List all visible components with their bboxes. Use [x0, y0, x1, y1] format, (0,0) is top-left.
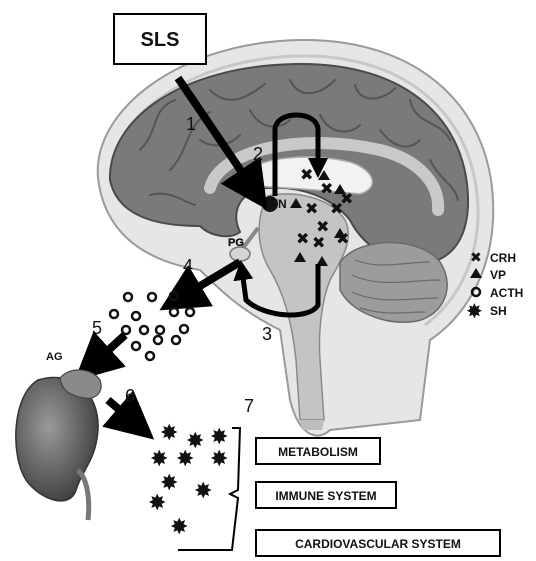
svg-text:✖: ✖: [300, 165, 313, 184]
step-5-label: 5: [92, 318, 102, 338]
legend-crh-label: CRH: [490, 251, 516, 265]
legend-sh-label: SH: [490, 304, 507, 318]
step-7-label: 7: [244, 396, 254, 416]
legend-acth-icon: [472, 288, 480, 296]
svg-text:✖: ✖: [296, 229, 309, 248]
target-metabolism: METABOLISM: [256, 438, 380, 464]
step-2-label: 2: [253, 144, 263, 164]
sh-symbols: ✸✸✸ ✸✸✸ ✸✸✸ ✸: [148, 421, 228, 540]
pituitary-gland: [230, 247, 250, 261]
ag-label: AG: [46, 351, 63, 363]
svg-text:✸: ✸: [170, 515, 188, 540]
kidney-adrenal: [16, 370, 101, 520]
svg-text:✖: ✖: [320, 179, 333, 198]
legend-crh-icon: ✖: [470, 250, 482, 266]
svg-text:✸: ✸: [210, 447, 228, 472]
target-metabolism-label: METABOLISM: [278, 445, 358, 459]
svg-text:✸: ✸: [150, 447, 168, 472]
svg-text:✸: ✸: [160, 421, 178, 446]
pvn-label: PVN: [262, 197, 287, 211]
sls-box: SLS: [114, 14, 206, 64]
target-immune-system: IMMUNE SYSTEM: [256, 482, 396, 508]
svg-text:✸: ✸: [148, 491, 166, 516]
step-3-label: 3: [262, 324, 272, 344]
arrow-5: [92, 335, 125, 365]
step-4-label: 4: [183, 256, 193, 276]
legend-vp-label: VP: [490, 268, 506, 282]
svg-text:✸: ✸: [194, 479, 212, 504]
legend-sh-icon: ✸: [466, 299, 483, 323]
svg-text:✖: ✖: [305, 199, 318, 218]
sls-label: SLS: [141, 29, 180, 51]
target-cardiovascular-system-label: CARDIOVASCULAR SYSTEM: [295, 537, 461, 551]
pg-label: PG: [228, 237, 244, 249]
svg-text:✸: ✸: [176, 447, 194, 472]
legend-acth-label: ACTH: [490, 286, 523, 300]
target-cardiovascular-system: CARDIOVASCULAR SYSTEM: [256, 530, 500, 556]
acth-cluster: [110, 292, 194, 360]
target-immune-system-label: IMMUNE SYSTEM: [275, 489, 376, 503]
svg-text:✖: ✖: [312, 233, 325, 252]
step-6-label: 6: [125, 386, 135, 406]
step-1-label: 1: [186, 114, 196, 134]
